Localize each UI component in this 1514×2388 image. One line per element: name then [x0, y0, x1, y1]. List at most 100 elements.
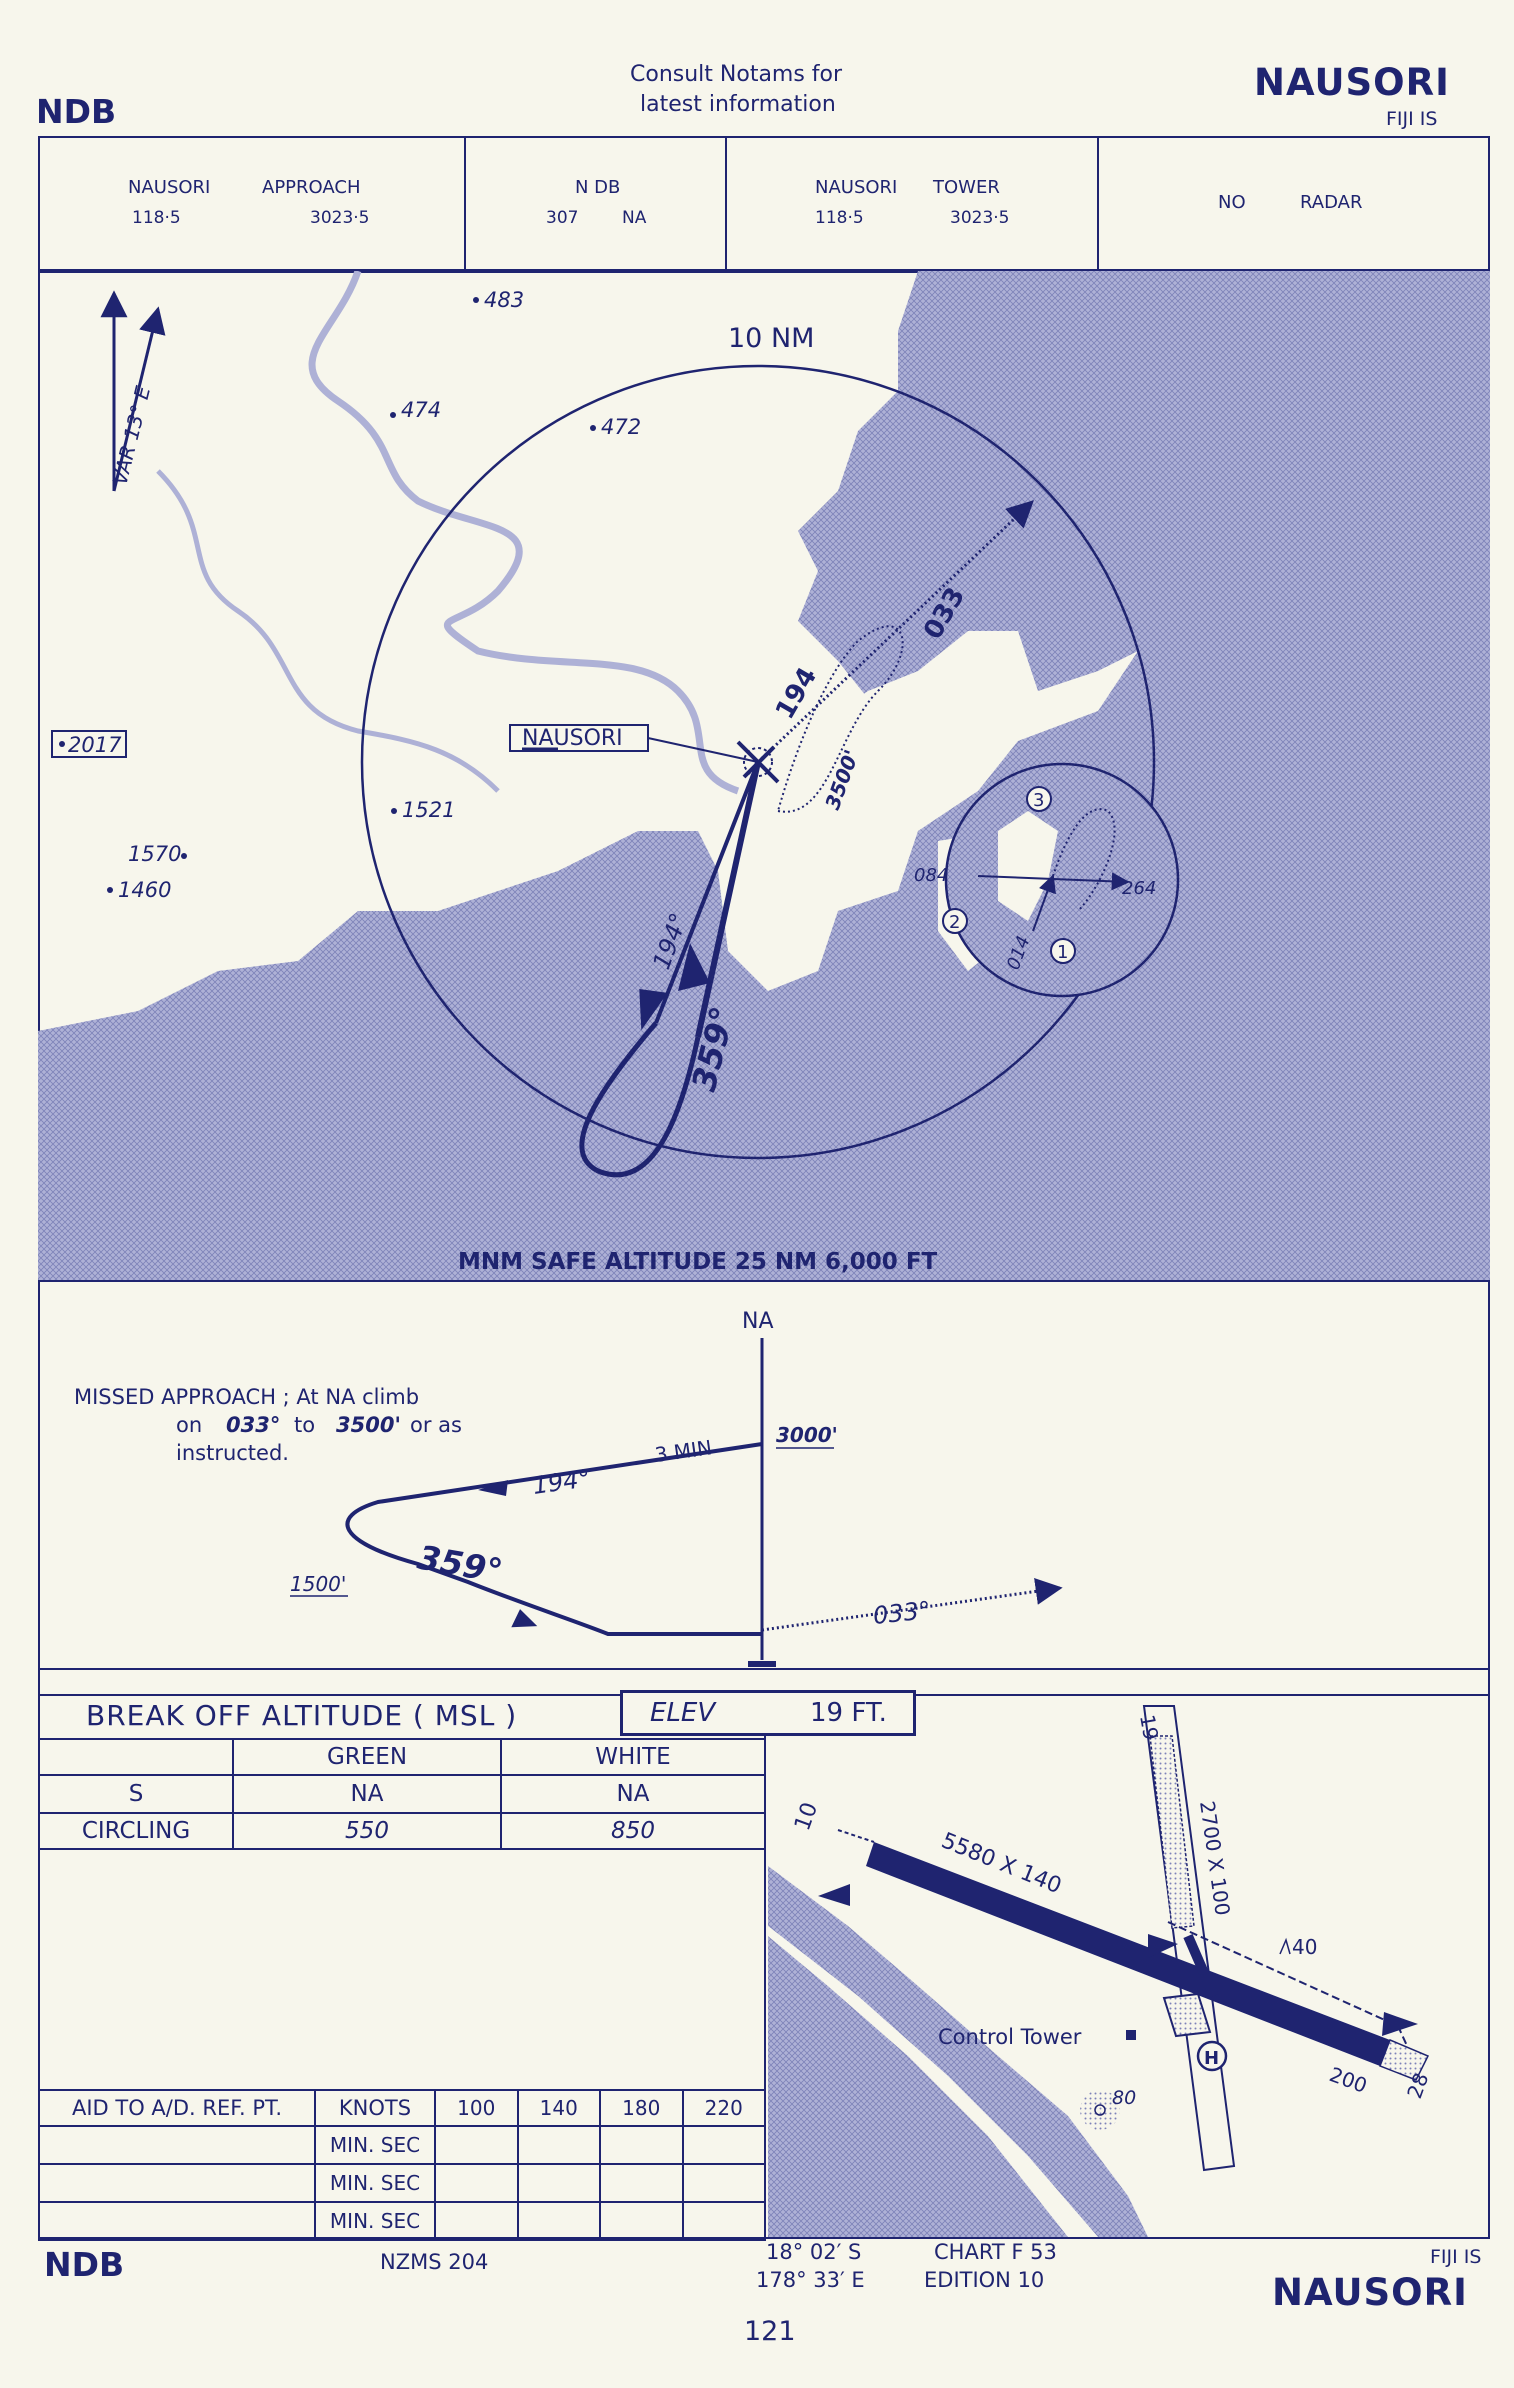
profile-inbound-track: 359° [415, 1537, 506, 1590]
ndb-label: N DB [575, 177, 621, 198]
profile-missed-track-label: 033° [872, 1596, 932, 1630]
runway-cross-dims: 2700 X 100 [1195, 1799, 1235, 1917]
control-tower-icon [1126, 2030, 1136, 2040]
aerodrome-diagram: 5580 X 140 2700 X 100 10 28 19 200 Contr… [768, 1705, 1433, 2237]
approach-freq2: 3023·5 [310, 208, 370, 228]
svg-text:or as: or as [410, 1413, 462, 1437]
circling-inset: 084 264 014 3 2 1 [914, 762, 1180, 998]
svg-text:3: 3 [1033, 790, 1044, 811]
missed-text-line2: on 033° to 3500' or as [176, 1413, 462, 1437]
svg-text:to: to [294, 1413, 315, 1437]
approach-procedure-track [579, 761, 761, 1178]
minima-table: GREEN WHITE S NA NA CIRCLING 550 850 [38, 1738, 766, 1850]
footer-airport-name: NAUSORI [1272, 2271, 1468, 2314]
river-main [308, 271, 740, 795]
svg-text:3500': 3500' [336, 1413, 401, 1437]
footer-map-ref: NZMS 204 [380, 2250, 489, 2274]
timing-row: MIN. SEC [38, 2201, 766, 2241]
magnetic-north-arrow [112, 306, 166, 492]
profile-procedure-path [345, 1442, 763, 1636]
ndb-ident: NA [622, 208, 647, 228]
sea-inlet [718, 631, 1138, 991]
timing-col-aid: AID TO A/D. REF. PT. [38, 2089, 316, 2127]
radar-label: NO [1218, 192, 1246, 213]
profile-fix-altitude: 3000' [776, 1423, 838, 1447]
header-airport-name: NAUSORI [1254, 61, 1450, 104]
runway-10-28 [866, 1842, 1390, 2066]
header-region: FIJI IS [1386, 108, 1438, 130]
svg-text:1: 1 [1057, 942, 1068, 963]
approach-freq1: 118·5 [132, 208, 181, 228]
footer-chart: CHART F 53 [934, 2240, 1057, 2264]
msa-label: MNM SAFE ALTITUDE 25 NM 6,000 FT [458, 1249, 938, 1275]
svg-text:472: 472 [601, 415, 641, 439]
plan-outbound-track-north: 194 [770, 662, 823, 724]
timing-row: MIN. SEC [38, 2163, 766, 2203]
missed-text-line1: MISSED APPROACH ; At NA climb [74, 1385, 419, 1409]
tower-label2: TOWER [933, 177, 1000, 198]
page-number: 121 [744, 2316, 796, 2347]
minima-title: BREAK OFF ALTITUDE ( MSL ) [86, 1699, 518, 1732]
station-label-box: NAUSORI [509, 724, 759, 763]
ndb-freq: 307 [546, 208, 579, 228]
tower-freq1: 118·5 [815, 208, 864, 228]
coastline-land-2 [768, 1866, 1148, 2237]
minima-col-white: WHITE [500, 1738, 766, 1776]
control-tower-label: Control Tower [938, 2025, 1082, 2049]
tower-freq2: 3023·5 [950, 208, 1010, 228]
header-type-label: NDB [36, 92, 117, 131]
profile-view: NA MISSED APPROACH ; At NA climb on 033°… [74, 1309, 1063, 1667]
elevation-box [620, 1690, 916, 1736]
missed-text-line3: instructed. [176, 1441, 289, 1465]
svg-text:1570: 1570 [128, 842, 181, 866]
land-mass-east [38, 271, 1490, 1280]
helipad-label: H [1204, 2048, 1219, 2069]
svg-text:033°: 033° [226, 1413, 280, 1437]
svg-text:on: on [176, 1413, 202, 1437]
svg-text:483: 483 [484, 288, 524, 312]
obstacle-40-label: 40 [1292, 1935, 1317, 1959]
obstacle-80-icon [1080, 2090, 1120, 2130]
minima-row: S NA NA [38, 1774, 766, 1814]
range-ring-label: 10 NM [728, 323, 814, 354]
profile-outbound-track: 194° [531, 1464, 592, 1500]
profile-outbound-time: 3 MIN [653, 1435, 713, 1467]
minima-row: CIRCLING 550 850 [38, 1812, 766, 1850]
profile-inbound-arrow [511, 1609, 538, 1628]
svg-text:2017: 2017 [68, 733, 122, 757]
timing-row: MIN. SEC [38, 2125, 766, 2165]
approach-label2: APPROACH [262, 177, 361, 198]
river-west [156, 469, 500, 793]
svg-text:1460: 1460 [118, 878, 171, 902]
header-notice-line2: latest information [640, 92, 836, 117]
minima-col-green: GREEN [232, 1738, 502, 1776]
runway-19-label: 19 [1135, 1713, 1163, 1742]
timing-table: AID TO A/D. REF. PT. KNOTS 100 140 180 2… [38, 2089, 766, 2241]
obstacle-icon [1279, 1937, 1291, 1955]
plan-view: 10 NM VAR 13° E 483 474 472 2017 1521 15… [38, 271, 1490, 1280]
profile-fix-label: NA [742, 1309, 774, 1334]
threshold-arrow-mid [1148, 1934, 1178, 1958]
inbound-arrowhead [678, 943, 710, 991]
obstacle-80-label: 80 [1112, 2087, 1136, 2109]
elevation-label: ELEV [650, 1698, 716, 1728]
threshold-arrow-28 [1382, 2012, 1418, 2036]
footer-region: FIJI IS [1430, 2246, 1482, 2268]
threshold-arrow-10 [818, 1884, 850, 1906]
svg-text:084: 084 [914, 865, 948, 886]
spot-heights: 483 474 472 2017 1521 1570 1460 [51, 288, 641, 902]
displaced-threshold-label: 200 [1326, 2062, 1370, 2098]
svg-text:264: 264 [1122, 878, 1156, 899]
header-notice-line1: Consult Notams for [630, 62, 843, 87]
helipad-icon [1196, 2040, 1228, 2072]
elevation-value: 19 FT. [810, 1698, 887, 1728]
tower-label: NAUSORI [815, 177, 898, 198]
radar-label2: RADAR [1300, 192, 1363, 213]
profile-turn-altitude: 1500' [290, 1572, 346, 1596]
profile-outbound-arrow [478, 1480, 508, 1496]
footer-edition: EDITION 10 [924, 2268, 1045, 2292]
approach-label: NAUSORI [128, 177, 211, 198]
footer-lon: 178° 33′ E [756, 2268, 865, 2292]
profile-missed-track [761, 1578, 1063, 1632]
